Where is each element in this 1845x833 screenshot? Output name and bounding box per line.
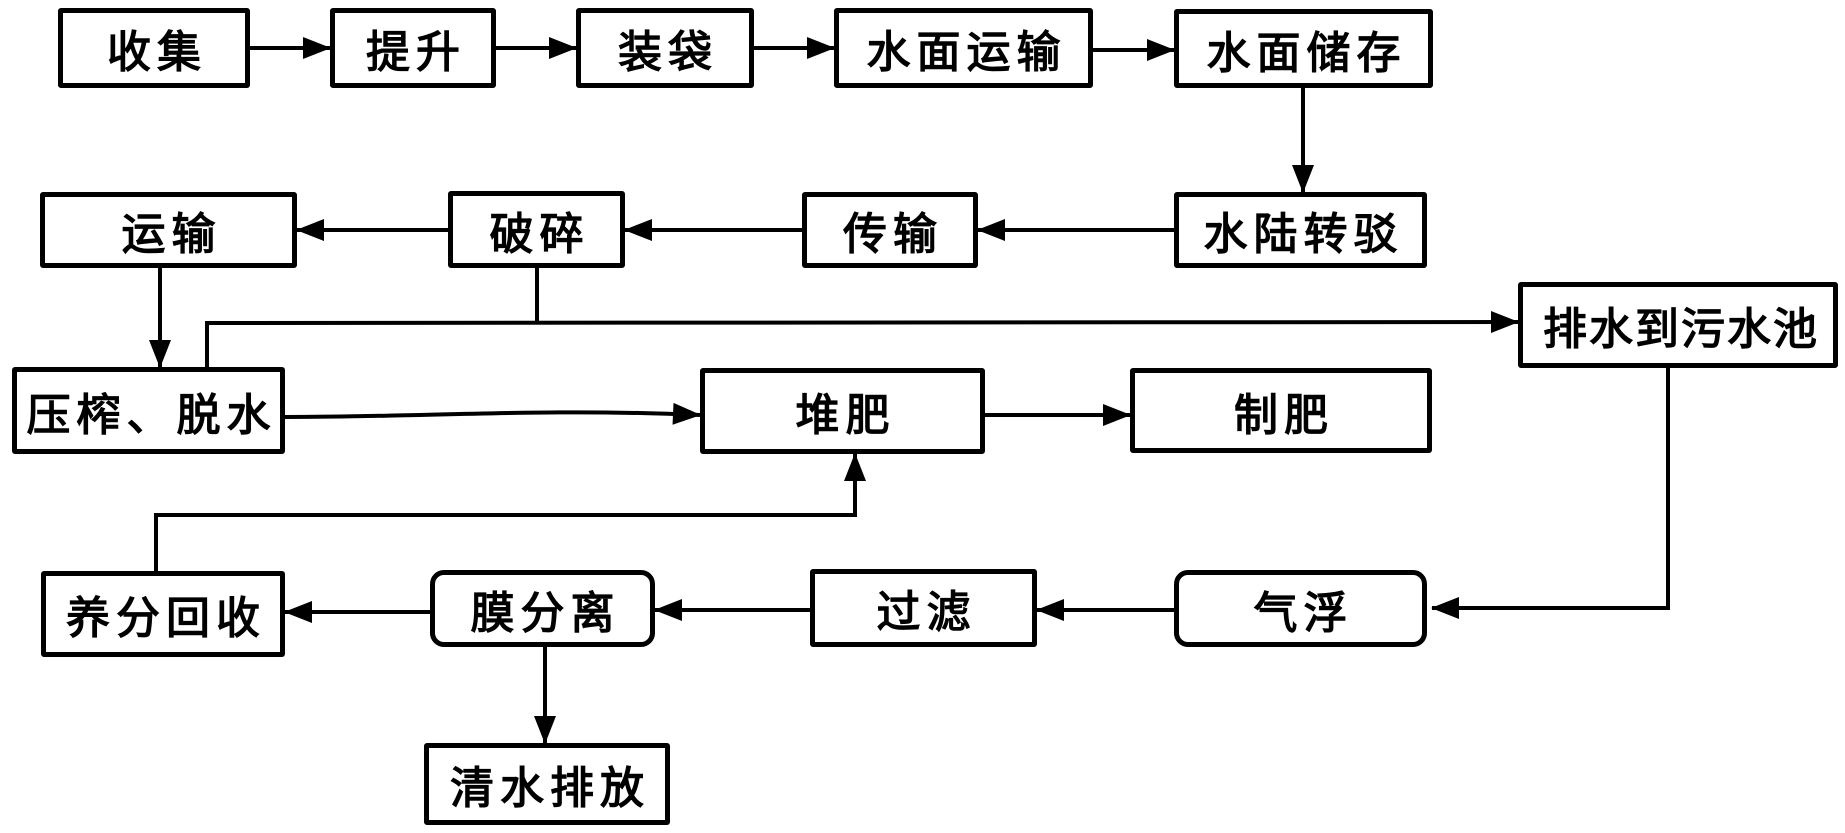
node-composting: 堆肥 [700, 368, 985, 454]
node-bagging: 装袋 [576, 8, 754, 88]
node-fertilizer-making-label: 制肥 [1234, 389, 1334, 441]
node-drain-to-sewage-pool-label: 排水到污水池 [1543, 304, 1819, 355]
node-membrane-separation: 膜分离 [430, 570, 655, 647]
node-water-land-transfer-label: 水陆转驳 [1203, 209, 1404, 260]
node-air-flotation: 气浮 [1174, 570, 1427, 647]
node-press-dewatering-label: 压榨、脱水 [26, 389, 277, 441]
node-surface-storage-label: 水面储存 [1206, 27, 1407, 79]
node-membrane-separation-label: 膜分离 [470, 587, 621, 639]
node-composting-label: 堆肥 [795, 390, 896, 441]
node-filtration: 过滤 [810, 569, 1037, 647]
node-press-dewatering: 压榨、脱水 [12, 367, 285, 454]
node-conveying: 传输 [802, 192, 978, 268]
node-surface-transport-label: 水面运输 [866, 27, 1067, 78]
node-crushing: 破碎 [448, 191, 625, 268]
node-filtration-label: 过滤 [876, 587, 977, 638]
node-drain-to-sewage-pool: 排水到污水池 [1518, 282, 1838, 368]
node-lift: 提升 [330, 8, 496, 88]
edge-press-dewatering-composting [284, 402, 701, 425]
node-lift-label: 提升 [366, 27, 466, 78]
node-air-flotation-label: 气浮 [1253, 587, 1354, 639]
node-crushing-label: 破碎 [489, 208, 590, 260]
node-collect: 收集 [58, 8, 250, 88]
node-fertilizer-making: 制肥 [1130, 368, 1432, 453]
node-water-land-transfer: 水陆转驳 [1174, 192, 1427, 268]
node-conveying-label: 传输 [843, 209, 943, 260]
node-surface-transport: 水面运输 [834, 8, 1093, 88]
node-transport-label: 运输 [121, 209, 222, 260]
node-nutrient-recovery-label: 养分回收 [66, 593, 266, 644]
node-collect-label: 收集 [107, 27, 207, 78]
edge-drain-air-flotation [1431, 368, 1670, 619]
node-nutrient-recovery: 养分回收 [41, 571, 285, 657]
edge-nutrient-recovery-composting [154, 453, 866, 571]
node-surface-storage: 水面储存 [1174, 9, 1433, 88]
node-bagging-label: 装袋 [618, 27, 718, 78]
node-clean-water-discharge-label: 清水排放 [450, 763, 650, 814]
node-transport: 运输 [40, 192, 297, 268]
edge-crushing-drain-to-sewage [204, 311, 1519, 334]
node-clean-water-discharge: 清水排放 [424, 743, 670, 825]
